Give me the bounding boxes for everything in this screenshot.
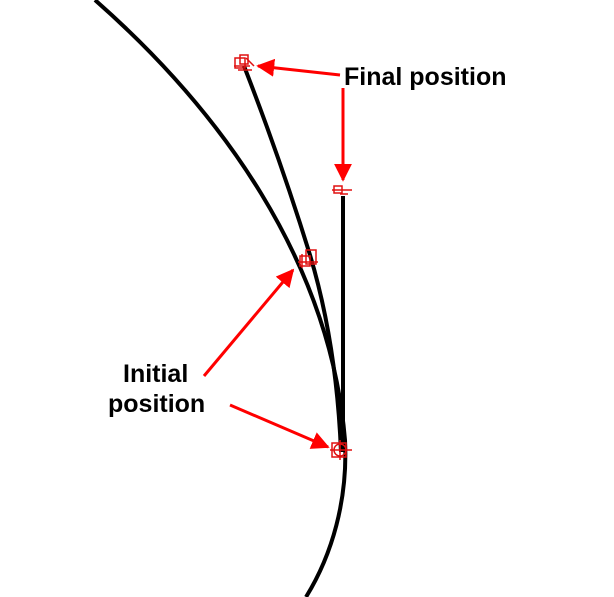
final-position-marker-upper [234,54,255,71]
final-position-marker-right [332,185,352,195]
tilted-filament [242,65,343,453]
initial-position-marker-lower [330,440,352,460]
initial-position-label-line1: Initial [123,360,188,388]
final-position-label: Final position [344,63,507,91]
boundary-arc [93,0,348,597]
initial-position-label-line2: position [108,390,205,418]
arrow-final-to-upper [256,58,341,77]
initial-position-marker-upper [298,249,318,268]
arrow-initial-to-upper [202,268,295,377]
arrow-initial-to-lower [229,403,330,449]
